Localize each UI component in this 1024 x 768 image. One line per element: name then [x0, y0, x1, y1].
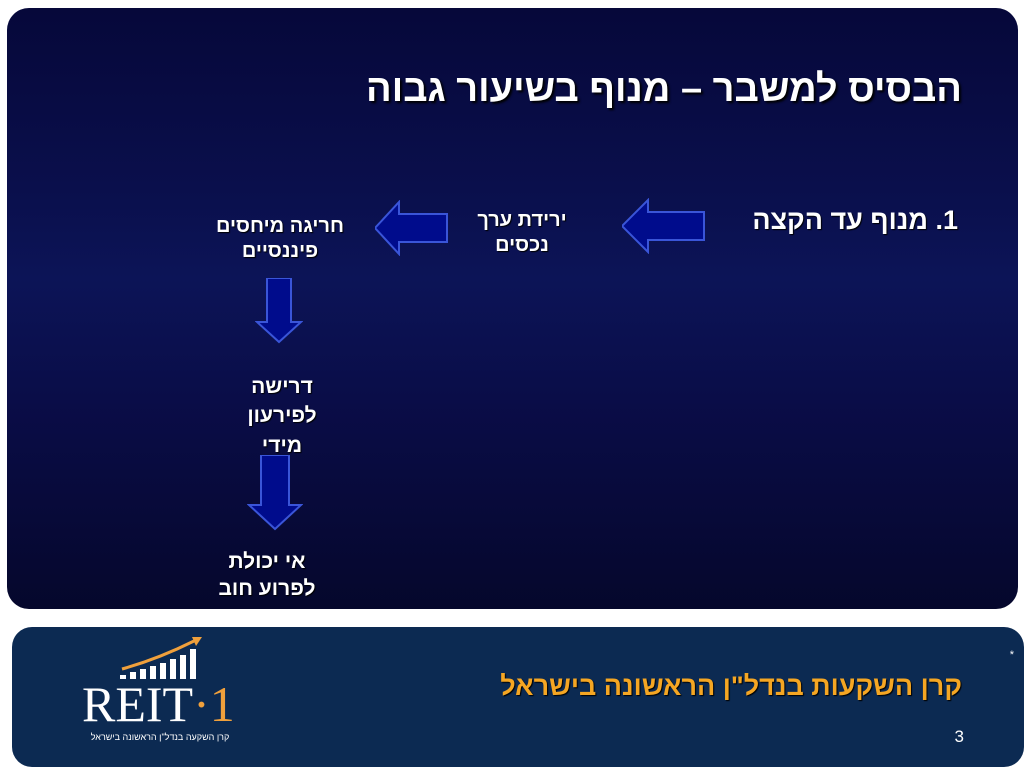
logo-tagline: קרן השקעה בנדל"ן הראשונה בישראל [90, 732, 230, 742]
slide-body: הבסיס למשבר – מנוף בשיעור גבוה 1. מנוף ע… [7, 8, 1018, 609]
logo-wordmark: REIT·1 [82, 675, 235, 733]
growth-bars-icon [120, 637, 202, 679]
arrow-left-2 [375, 200, 448, 256]
arrow-down-1 [255, 278, 303, 344]
arrow-left-1 [622, 198, 705, 254]
flow-immediate-repayment: דרישה לפירעון מידי [212, 372, 352, 460]
footer-bar: REIT·1 קרן השקעה בנדל"ן הראשונה בישראל ק… [12, 627, 1024, 767]
flow-debt-inability-line1: אי יכולת [228, 550, 306, 573]
flow-immediate-repayment-line2: לפירעון [247, 404, 317, 428]
flow-immediate-repayment-line3: מידי [261, 433, 303, 457]
footer-star: * [1009, 649, 1014, 661]
logo-number: 1 [209, 676, 235, 732]
logo-main: REIT [82, 676, 194, 732]
flow-debt-inability-line2: לפרוע חוב [218, 577, 316, 601]
flow-ratio-breach-line2: פיננסיים [241, 240, 319, 262]
flow-asset-decline-line1: ירידת ערך [477, 209, 567, 231]
flow-debt-inability: אי יכולת לפרוע חוב [202, 548, 332, 603]
reit1-logo: REIT·1 קרן השקעה בנדל"ן הראשונה בישראל [80, 635, 240, 747]
flow-ratio-breach-line1: חריגה מיחסים [216, 215, 344, 237]
page-number: 3 [954, 727, 964, 746]
flow-asset-decline: ירידת ערך נכסים [447, 208, 597, 258]
flow-asset-decline-line2: נכסים [495, 234, 549, 256]
logo-dot: · [193, 676, 210, 732]
bullet-leverage: 1. מנוף עד הקצה [752, 205, 958, 235]
flow-immediate-repayment-line1: דרישה [251, 375, 313, 398]
flow-ratio-breach: חריגה מיחסים פיננסיים [185, 214, 375, 264]
arrow-down-2 [247, 455, 303, 531]
footer-title: קרן השקעות בנדל"ן הראשונה בישראל [500, 671, 962, 701]
slide-title: הבסיס למשבר – מנוף בשיעור גבוה [366, 68, 962, 110]
